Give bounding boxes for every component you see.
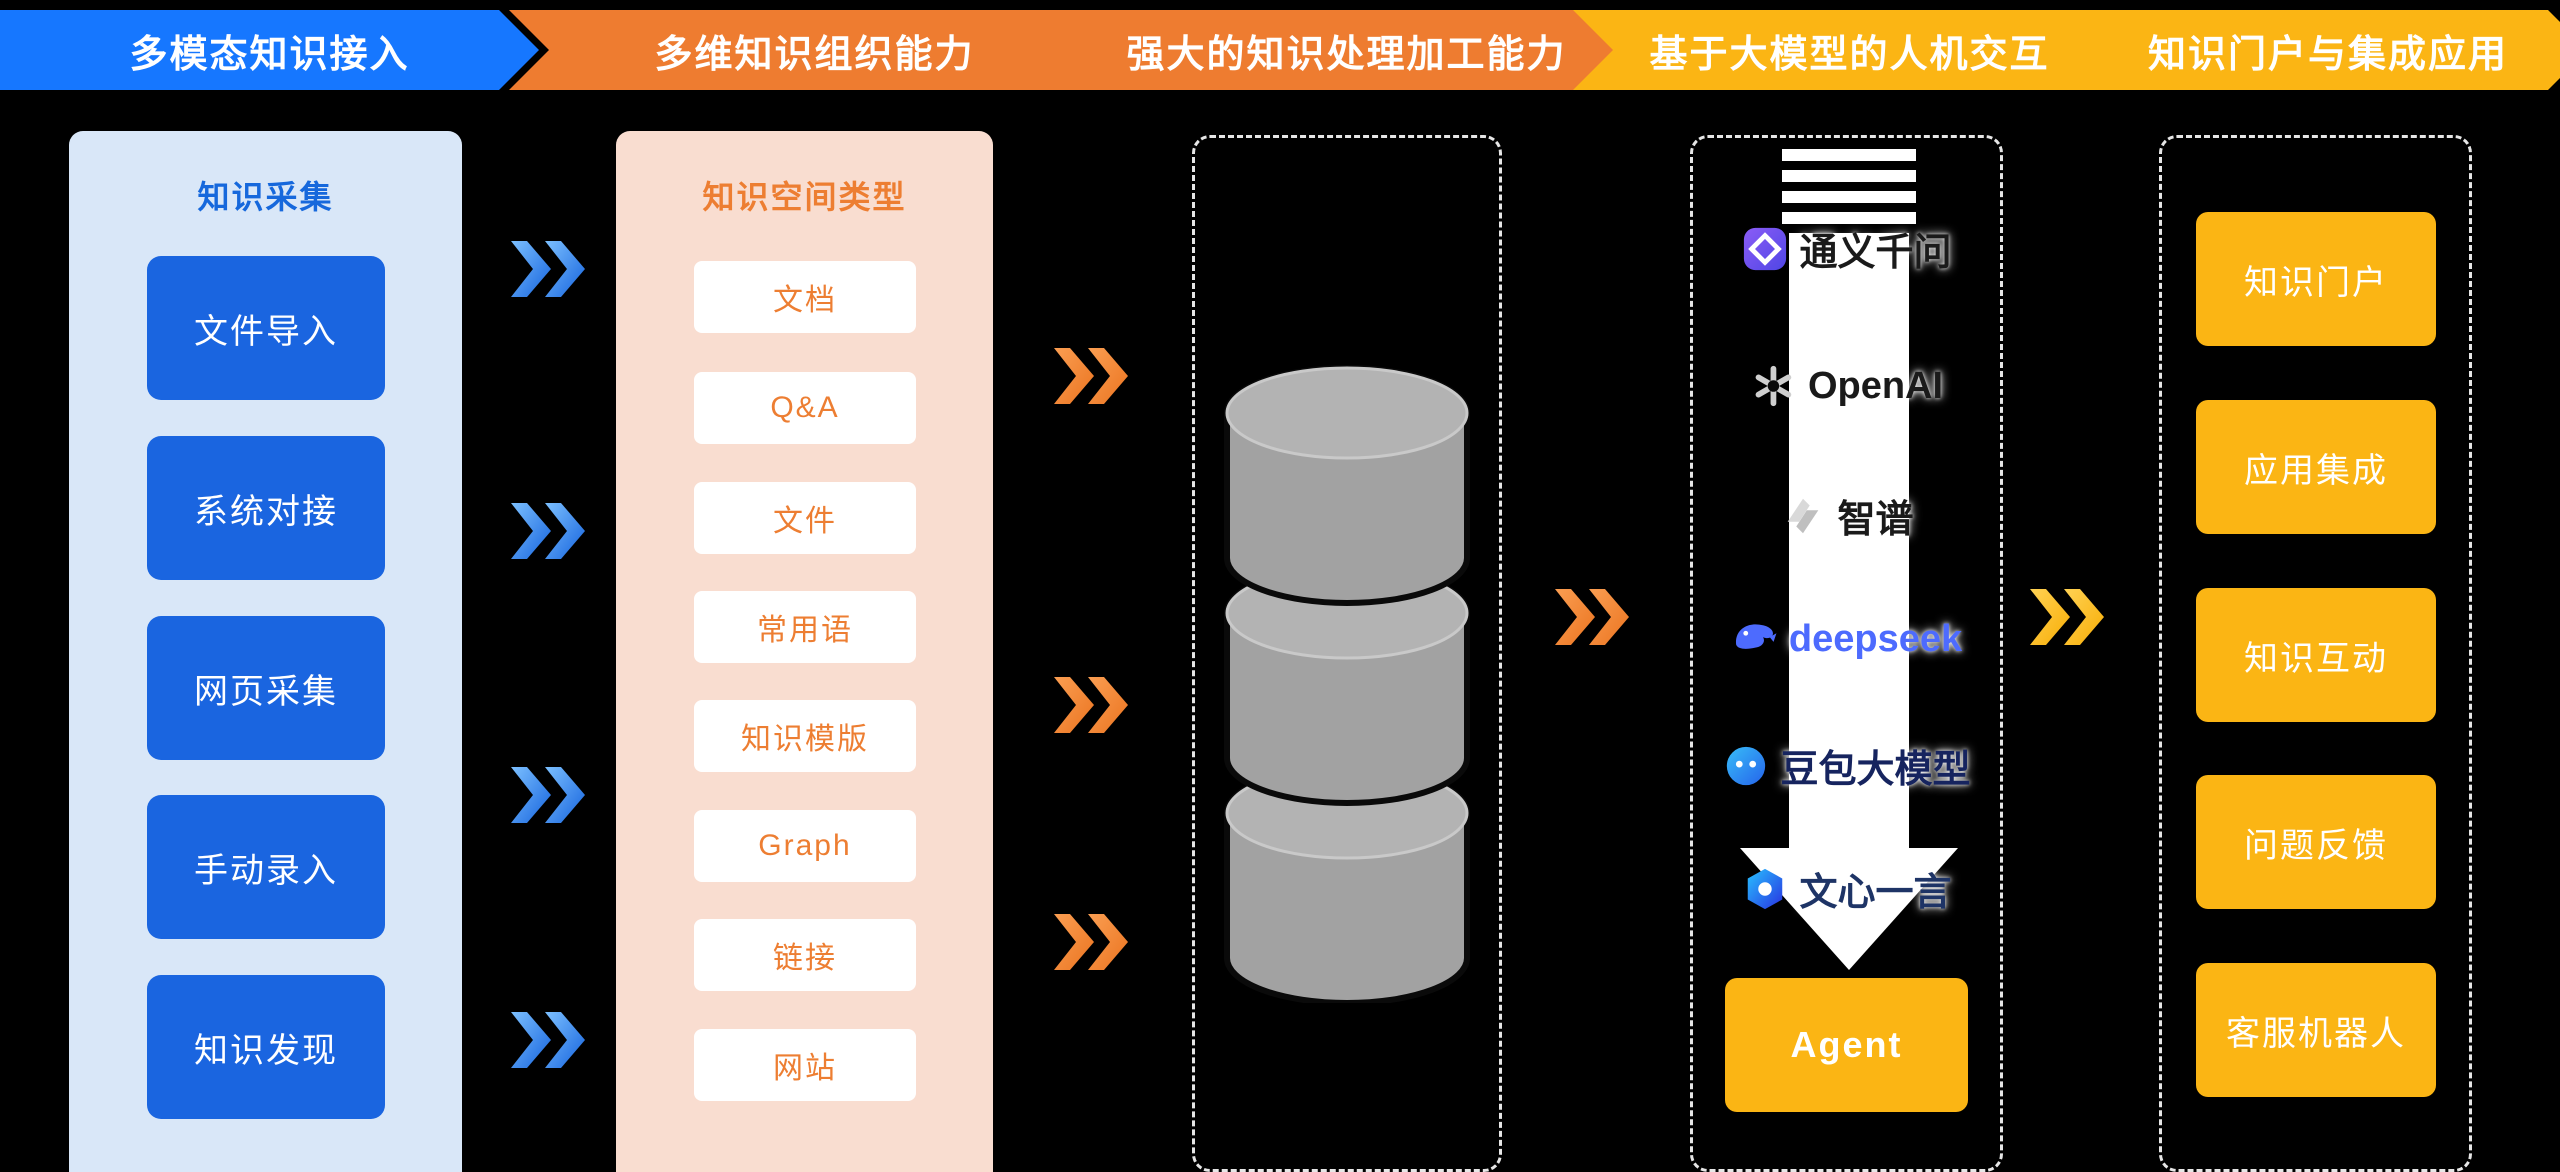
model-name: 智谱 — [1837, 499, 1914, 541]
model-row-zhipu: 智谱 — [1779, 488, 1914, 543]
model-row-doubao: 豆包大模型 — [1722, 738, 1971, 793]
database-stack-icon — [1224, 365, 1470, 1003]
banner-label: 强大的知识处理加工能力 — [1126, 33, 1567, 76]
banner-knowledge-organization: 多维知识组织能力 — [509, 10, 1092, 90]
node-website: 网站 — [694, 1029, 916, 1101]
node-service-bot: 客服机器人 — [2196, 963, 2436, 1097]
banner-label: 基于大模型的人机交互 — [1649, 33, 2050, 76]
model-name: 豆包大模型 — [1780, 749, 1971, 791]
banner-label: 多模态知识接入 — [129, 33, 410, 76]
flow-arrow-yellow-icon — [2030, 589, 2104, 645]
banner-knowledge-processing: 强大的知识处理加工能力 — [1034, 10, 1631, 90]
flow-arrow-blue-icon — [511, 503, 585, 559]
space-panel-title: 知识空间类型 — [702, 179, 907, 215]
collection-panel-title: 知识采集 — [197, 179, 334, 215]
node-issue-feedback: 问题反馈 — [2196, 775, 2436, 909]
node-web-collection: 网页采集 — [147, 616, 385, 760]
llm-models-panel: 通义千问 OpenAI 智谱 — [1690, 135, 2003, 1172]
knowledge-collection-panel: 知识采集 文件导入 系统对接 网页采集 手动录入 知识发现 — [69, 131, 462, 1172]
portal-apps-panel: 知识门户 应用集成 知识互动 问题反馈 客服机器人 — [2159, 135, 2472, 1172]
model-name: 通义千问 — [1799, 232, 1952, 274]
deepseek-icon — [1735, 624, 1776, 649]
banner-multimodal-ingestion: 多模态知识接入 — [0, 10, 539, 90]
flow-arrow-blue-icon — [511, 241, 585, 297]
model-row-openai: OpenAI — [1750, 363, 1943, 409]
model-row-deepseek: deepseek — [1731, 616, 1962, 662]
model-name: deepseek — [1788, 617, 1963, 660]
openai-icon — [1755, 365, 1791, 407]
model-row-tongyi: 通义千问 — [1741, 221, 1952, 276]
flow-arrow-blue-icon — [511, 767, 585, 823]
knowledge-processing-panel — [1192, 135, 1502, 1172]
node-document: 文档 — [694, 261, 916, 333]
flow-arrow-orange-icon — [1555, 589, 1629, 645]
node-knowledge-template: 知识模版 — [694, 700, 916, 772]
flow-arrow-orange-icon — [1054, 914, 1128, 970]
node-link: 链接 — [694, 919, 916, 991]
node-common-phrases: 常用语 — [694, 591, 916, 663]
down-flow-arrow — [1740, 149, 1958, 970]
node-graph: Graph — [694, 810, 916, 882]
wenxin-icon — [1747, 868, 1782, 909]
model-name: 文心一言 — [1799, 872, 1952, 914]
flow-arrow-blue-icon — [511, 1012, 585, 1068]
model-name: OpenAI — [1807, 364, 1944, 407]
node-knowledge-interaction: 知识互动 — [2196, 588, 2436, 722]
knowledge-space-panel: 知识空间类型 文档 Q&A 文件 常用语 知识模版 Graph 链接 网站 — [616, 131, 993, 1172]
tongyi-qianwen-icon — [1743, 227, 1786, 270]
node-system-integration: 系统对接 — [147, 436, 385, 580]
banner-llm-interaction: 基于大模型的人机交互 — [1573, 10, 2098, 90]
zhipu-icon — [1787, 498, 1818, 533]
model-row-wenxin: 文心一言 — [1741, 861, 1952, 916]
flow-arrow-orange-icon — [1054, 677, 1128, 733]
node-agent: Agent — [1725, 978, 1968, 1112]
node-app-integration: 应用集成 — [2196, 400, 2436, 534]
banner-label: 多维知识组织能力 — [654, 33, 975, 76]
banner-label: 知识门户与集成应用 — [2147, 33, 2508, 76]
doubao-icon — [1726, 746, 1765, 785]
node-manual-entry: 手动录入 — [147, 795, 385, 939]
flow-arrow-orange-icon — [1054, 348, 1128, 404]
node-qa: Q&A — [694, 372, 916, 444]
banner-portal-integration: 知识门户与集成应用 — [2040, 10, 2560, 90]
node-knowledge-portal: 知识门户 — [2196, 212, 2436, 346]
node-file-import: 文件导入 — [147, 256, 385, 400]
node-file: 文件 — [694, 482, 916, 554]
node-knowledge-discovery: 知识发现 — [147, 975, 385, 1119]
